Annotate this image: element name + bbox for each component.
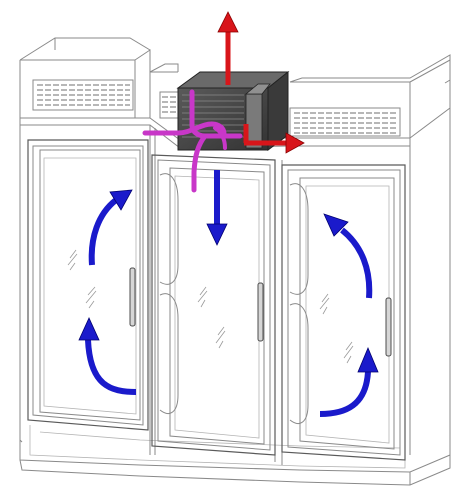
left-header-panel [20, 59, 136, 119]
right-airflow-upper [340, 227, 373, 299]
right-door [281, 164, 406, 461]
exhaust-arrow-up-head [217, 11, 239, 33]
airflow-arrows [78, 170, 379, 417]
cabinet-top-right-outline [289, 54, 451, 84]
exhaust-arrow-right-head [285, 132, 305, 154]
center-door-glass [169, 167, 265, 445]
center-door [151, 154, 276, 456]
refrigerant-pipe-down [191, 133, 208, 193]
left-airflow-upper-head [109, 189, 133, 211]
left-airflow-upper [88, 197, 118, 266]
cabinet-top-left-outline [19, 37, 179, 73]
exhaust-arrows [217, 11, 305, 154]
right-vent-grille [289, 107, 401, 137]
left-airflow-lower-head [78, 317, 100, 341]
cabinet-base [19, 440, 451, 473]
left-door-handle [129, 267, 136, 327]
right-header-panel [290, 81, 411, 139]
right-door-handle [385, 297, 392, 357]
center-vent-grille [159, 91, 181, 119]
left-airflow-lower [85, 339, 137, 395]
right-door-glass [299, 177, 395, 450]
center-door-handle [257, 282, 264, 342]
center-airflow-down-head [206, 223, 228, 246]
left-vent-grille [32, 79, 134, 111]
refrigerant-pipes [142, 89, 243, 193]
right-airflow-upper-head [323, 213, 349, 237]
refrigerant-pipe-left [142, 121, 227, 137]
cabinet-left-edge [19, 60, 23, 443]
right-airflow-lower [319, 371, 371, 417]
right-airflow-lower-head [357, 346, 379, 373]
left-door-glass [39, 149, 141, 421]
left-door [27, 139, 149, 431]
